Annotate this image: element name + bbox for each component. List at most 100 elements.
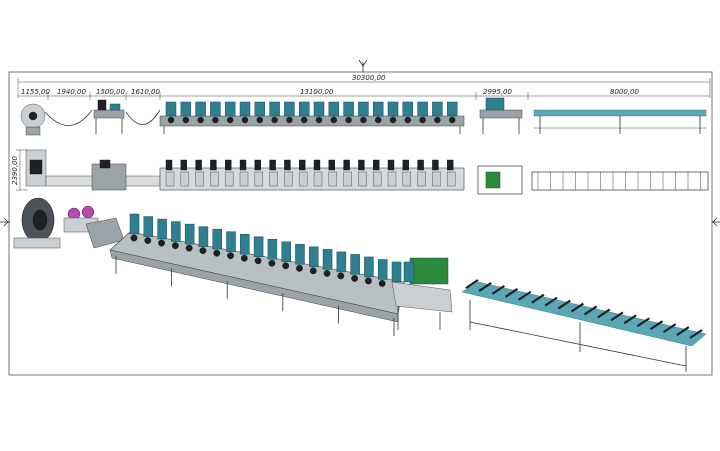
roll-3d bbox=[185, 244, 193, 252]
roll-3d bbox=[351, 275, 359, 282]
segment-label-2: 1940,00 bbox=[57, 88, 86, 96]
runout-roller-3d bbox=[518, 290, 532, 301]
roll-side bbox=[271, 116, 278, 124]
stand-3d bbox=[143, 216, 154, 237]
roll-side bbox=[449, 116, 456, 124]
stand-side bbox=[387, 101, 399, 117]
stand-3d bbox=[281, 241, 291, 263]
roll-side bbox=[226, 116, 234, 124]
roll-plan bbox=[402, 171, 412, 187]
roll-plan bbox=[432, 171, 441, 187]
roll-plan bbox=[284, 171, 293, 187]
stand-plan bbox=[224, 159, 232, 171]
runout-table-plan bbox=[531, 171, 709, 191]
side-elevation-view bbox=[20, 97, 707, 136]
stand-3d bbox=[377, 259, 388, 280]
stand-3d bbox=[226, 231, 236, 252]
roll-3d bbox=[268, 259, 276, 267]
segment-label-7: 8000,00 bbox=[610, 88, 639, 96]
runout-rollers-3d bbox=[465, 279, 703, 339]
stand-side bbox=[210, 101, 221, 117]
stand-side bbox=[284, 101, 295, 117]
roll-side bbox=[434, 116, 441, 124]
strip-loop-2 bbox=[125, 109, 161, 125]
stand-side bbox=[298, 101, 310, 117]
stand-side bbox=[372, 101, 384, 117]
runout-roller-3d bbox=[623, 314, 637, 325]
stand-side bbox=[269, 101, 280, 117]
section-marker-top bbox=[358, 59, 368, 72]
stand-side bbox=[254, 101, 266, 117]
stand-plan bbox=[343, 159, 350, 171]
roll-3d bbox=[158, 239, 165, 247]
roll-3d bbox=[296, 264, 303, 272]
stand-3d bbox=[157, 218, 167, 240]
roll-plan bbox=[446, 171, 456, 187]
drawing-frame bbox=[8, 71, 713, 376]
stand-3d bbox=[267, 239, 278, 260]
plan-view bbox=[25, 149, 709, 195]
cutting-motor-plan bbox=[485, 171, 501, 189]
overall-dimension: 30300,00 bbox=[17, 74, 711, 98]
stand-3d bbox=[129, 213, 140, 235]
runout-roller-3d bbox=[597, 308, 611, 319]
roll-former-stands-3d bbox=[129, 213, 402, 290]
roll-former-stands-plan bbox=[165, 159, 456, 187]
roll-side bbox=[315, 116, 323, 124]
stand-side bbox=[328, 101, 340, 117]
roll-3d bbox=[199, 247, 207, 255]
roll-side bbox=[197, 116, 204, 124]
roll-side bbox=[256, 116, 263, 124]
stand-3d bbox=[212, 228, 222, 250]
roll-3d bbox=[213, 249, 221, 257]
roll-3d bbox=[254, 257, 262, 265]
roll-side bbox=[404, 116, 411, 124]
segment-label-3: 1500,00 bbox=[96, 88, 125, 96]
roll-side bbox=[375, 116, 382, 124]
stand-3d bbox=[184, 223, 195, 245]
roll-3d bbox=[240, 254, 248, 262]
roll-3d bbox=[130, 234, 138, 242]
stand-3d bbox=[364, 256, 374, 278]
roll-plan bbox=[343, 171, 352, 187]
stand-plan bbox=[387, 159, 395, 171]
stand-plan bbox=[432, 159, 439, 171]
runout-roller-3d bbox=[478, 282, 492, 292]
roll-side bbox=[389, 116, 397, 124]
roll-side bbox=[212, 116, 219, 124]
roll-plan bbox=[239, 171, 249, 187]
stand-side bbox=[417, 101, 428, 117]
roll-3d bbox=[323, 269, 331, 277]
stand-3d bbox=[295, 244, 305, 265]
stand-plan bbox=[313, 159, 321, 171]
roll-3d bbox=[365, 277, 372, 285]
leveller-side bbox=[93, 99, 125, 134]
roll-plan bbox=[269, 171, 278, 187]
stand-side bbox=[180, 101, 192, 117]
roll-side bbox=[182, 116, 190, 124]
segment-dimensions: 1155,00 1940,00 1500,00 1610,00 13100,00… bbox=[18, 88, 710, 100]
stand-3d bbox=[336, 251, 347, 273]
stand-side bbox=[358, 101, 369, 117]
stand-plan bbox=[358, 159, 365, 171]
roll-side bbox=[301, 116, 308, 124]
section-marker-right bbox=[712, 217, 720, 227]
roll-plan bbox=[372, 171, 382, 187]
cutting-unit-3d bbox=[391, 257, 453, 330]
cutting-unit-side bbox=[479, 97, 523, 134]
roll-3d bbox=[227, 252, 234, 260]
stand-plan bbox=[447, 159, 454, 171]
height-dimension-label: 2390,00 bbox=[11, 156, 19, 185]
roll-plan bbox=[254, 171, 264, 187]
runout-roller-3d bbox=[570, 302, 585, 313]
stand-side bbox=[343, 101, 354, 117]
stand-plan bbox=[328, 159, 335, 171]
stand-plan bbox=[299, 159, 306, 171]
roll-plan bbox=[224, 171, 234, 187]
roll-side bbox=[286, 116, 293, 124]
roll-side bbox=[241, 116, 249, 124]
roll-plan bbox=[328, 171, 338, 187]
roll-plan bbox=[180, 171, 190, 187]
roll-3d bbox=[171, 242, 179, 249]
